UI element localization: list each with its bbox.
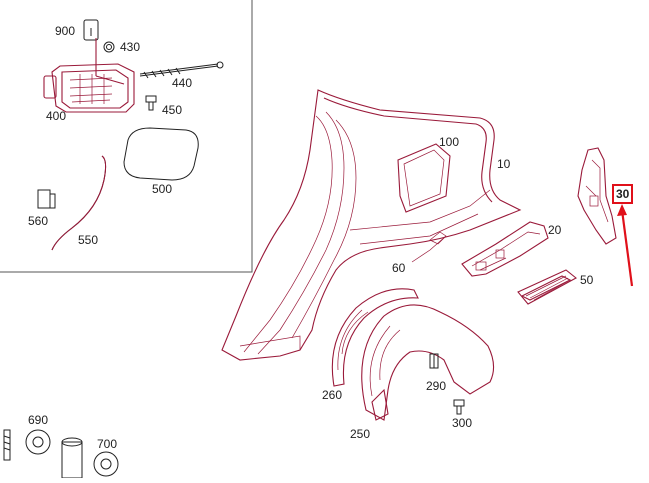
label-20: 20 (548, 223, 562, 237)
inset-frame (0, 0, 253, 273)
label-690: 690 (28, 413, 49, 427)
label-450: 450 (162, 103, 183, 117)
label-400: 400 (46, 109, 67, 123)
label-500: 500 (152, 182, 173, 196)
part-10-quarter-panel (221, 89, 522, 361)
label-440: 440 (172, 76, 193, 90)
label-30-highlighted: 30 (612, 184, 634, 204)
part-430-grommet (103, 41, 115, 53)
part-300-screw (453, 399, 465, 415)
label-560: 560 (28, 214, 49, 228)
part-560-clip (37, 189, 56, 209)
highlight-arrow (620, 209, 634, 287)
part-100-panel (397, 143, 451, 213)
part-400-filler-housing (43, 38, 135, 113)
label-290: 290 (426, 379, 447, 393)
part-450-screw (145, 95, 157, 111)
part-250-inner-liner (361, 304, 495, 421)
part-290-clip (429, 353, 439, 369)
label-550: 550 (78, 233, 99, 247)
part-60-wire (411, 231, 447, 263)
part-50-vent (517, 269, 577, 305)
label-250: 250 (350, 427, 371, 441)
label-60: 60 (392, 261, 406, 275)
label-10: 10 (497, 157, 511, 171)
part-260-arch-liner (331, 288, 419, 387)
part-690-bolt (3, 429, 51, 461)
part-500-fuel-flap (123, 127, 199, 181)
label-50: 50 (580, 273, 594, 287)
part-20-bracket (461, 221, 549, 277)
label-260: 260 (322, 388, 343, 402)
label-700: 700 (97, 437, 118, 451)
part-900-clip (83, 19, 99, 41)
label-300: 300 (452, 416, 473, 430)
label-100: 100 (439, 135, 460, 149)
label-430: 430 (120, 40, 141, 54)
part-30-bracket (577, 147, 617, 245)
part-440-rod (139, 61, 224, 79)
label-900: 900 (55, 24, 76, 38)
